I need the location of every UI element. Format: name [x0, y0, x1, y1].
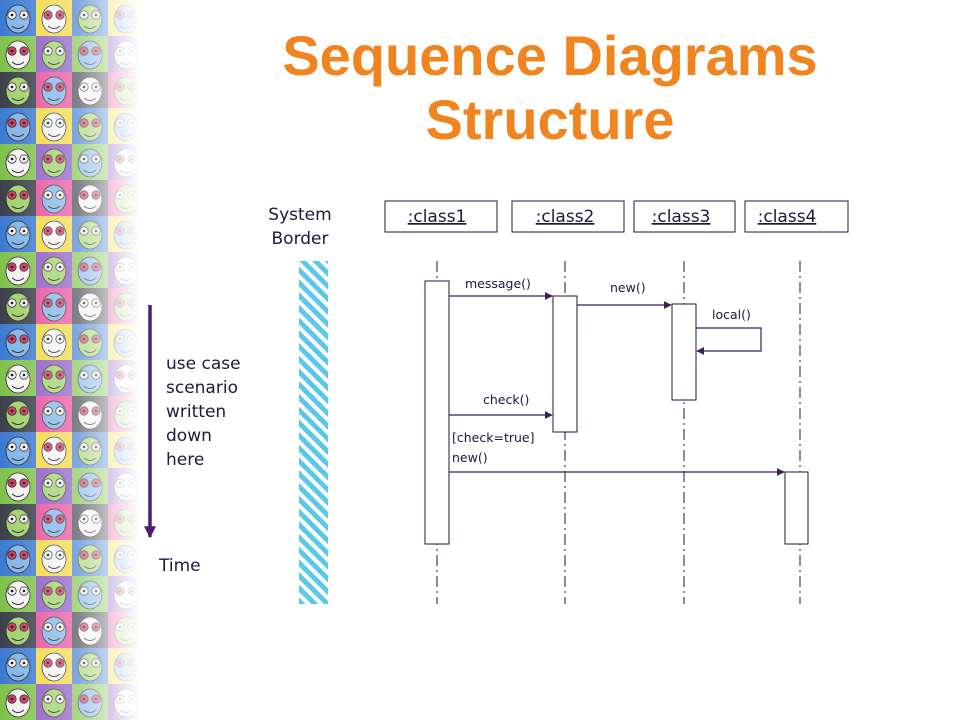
guard-label-line-2: new() — [452, 450, 488, 465]
scenario-line-2: scenario — [166, 378, 238, 398]
check-label: check() — [483, 392, 529, 407]
slide-title: Sequence Diagrams Structure — [140, 24, 960, 152]
class-box-3: :class3 — [633, 200, 736, 233]
title-line-2: Structure — [425, 88, 675, 151]
scenario-line-3: written — [166, 402, 226, 422]
scenario-line-1: use case — [166, 354, 241, 374]
scenario-line-4: down — [166, 426, 212, 446]
title-line-1: Sequence Diagrams — [282, 24, 818, 87]
class-label-2: :class2 — [536, 207, 595, 227]
class-box-1: :class1 — [384, 200, 498, 233]
class-label-3: :class3 — [652, 207, 711, 227]
activation-class2 — [552, 295, 578, 433]
guard-label-line-1: [check=true] — [452, 430, 534, 445]
local-label: local() — [712, 307, 751, 322]
decorative-face-strip — [0, 0, 140, 720]
activation-class4 — [784, 471, 809, 545]
class-box-2: :class2 — [511, 200, 625, 233]
class-label-1: :class1 — [408, 207, 467, 227]
new-label-1: new() — [610, 280, 646, 295]
message-label: message() — [465, 276, 531, 291]
local-self-arrow — [696, 327, 762, 355]
scenario-line-5: here — [166, 450, 204, 470]
system-border-hatch — [299, 261, 328, 604]
activation-class1 — [424, 280, 450, 545]
system-border-label-line-1: System — [268, 205, 331, 225]
class-box-4: :class4 — [744, 200, 849, 233]
system-border-label-line-2: Border — [272, 229, 329, 249]
activation-class3 — [671, 303, 697, 401]
time-label: Time — [158, 556, 201, 576]
class-label-4: :class4 — [758, 207, 817, 227]
